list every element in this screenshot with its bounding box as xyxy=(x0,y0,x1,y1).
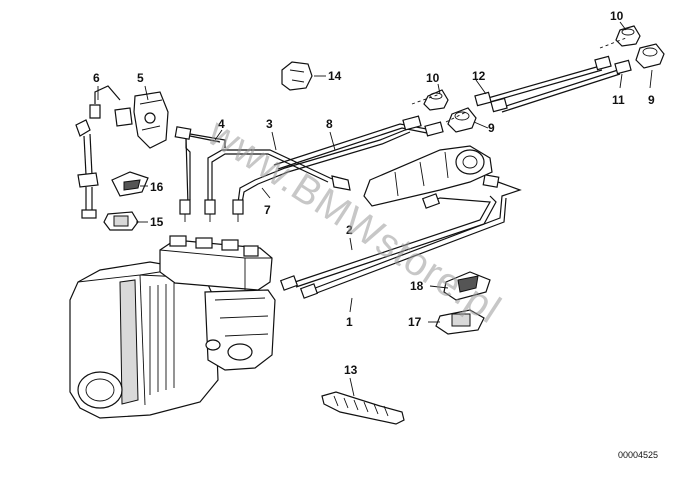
callout-18: 18 xyxy=(410,279,424,293)
callout-4: 4 xyxy=(218,117,225,131)
callout-5: 5 xyxy=(137,71,144,85)
callout-6: 6 xyxy=(93,71,100,85)
callout-7: 7 xyxy=(264,203,271,217)
callout-9-middle: 9 xyxy=(488,121,495,135)
callout-10-middle: 10 xyxy=(426,71,440,85)
callout-1: 1 xyxy=(346,315,353,329)
brake-lines xyxy=(179,65,621,295)
callout-8: 8 xyxy=(326,117,333,131)
callout-15: 15 xyxy=(150,215,164,229)
clips xyxy=(103,61,491,425)
hydraulic-unit xyxy=(69,235,276,419)
callout-9-right: 9 xyxy=(648,93,655,107)
callout-17: 17 xyxy=(408,315,422,329)
leader-lines xyxy=(97,21,653,397)
callout-13: 13 xyxy=(344,363,358,377)
callout-12: 12 xyxy=(472,69,486,83)
callout-14: 14 xyxy=(328,69,342,83)
callout-11: 11 xyxy=(612,93,625,107)
callout-labels: 1 2 3 4 5 6 7 8 9 9 10 10 11 12 13 14 15… xyxy=(93,9,655,377)
drawing-number: 00004525 xyxy=(618,450,658,460)
callout-3: 3 xyxy=(266,117,273,131)
callout-2: 2 xyxy=(346,223,353,237)
hose-assembly xyxy=(75,85,169,219)
fittings xyxy=(174,25,665,299)
callout-10-right: 10 xyxy=(610,9,624,23)
callout-16: 16 xyxy=(150,180,164,194)
